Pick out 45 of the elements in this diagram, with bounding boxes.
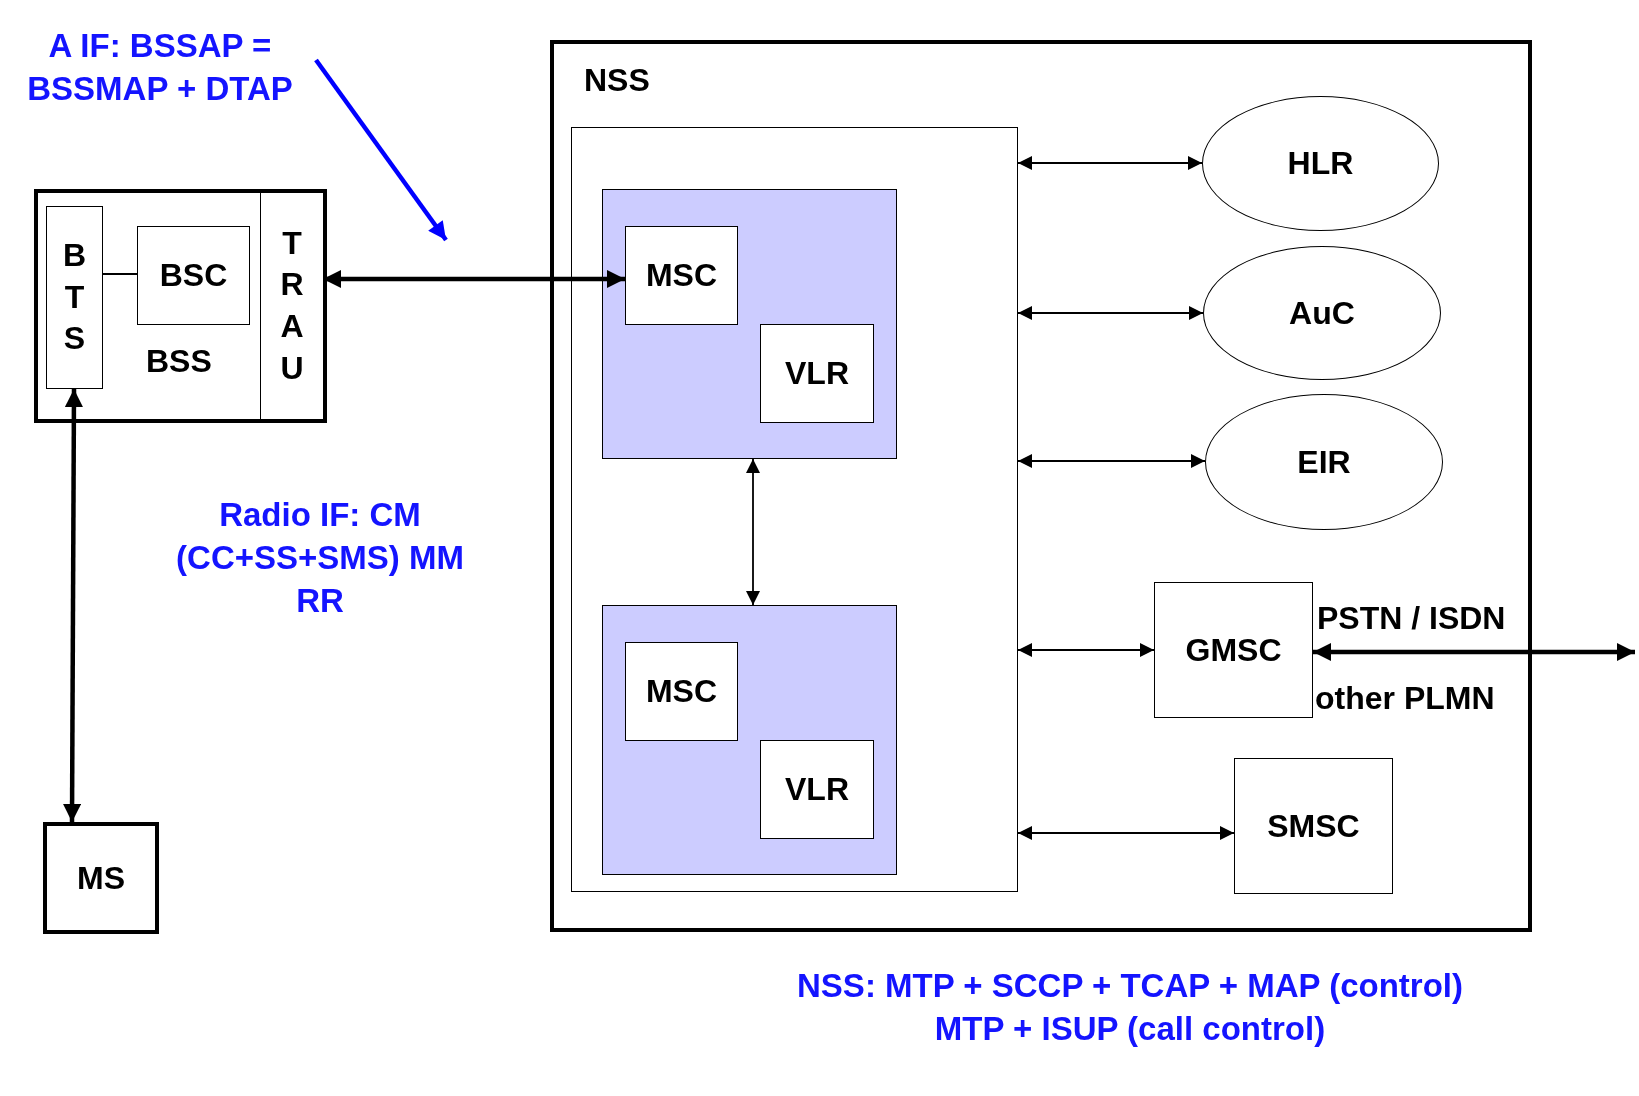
group-box (602, 189, 897, 459)
process-box (625, 226, 738, 325)
node-label: MSC (645, 257, 718, 294)
process-box (625, 642, 738, 741)
arrow (1017, 454, 1206, 468)
process-box (760, 324, 874, 423)
node-label: BTS (61, 236, 88, 359)
process-box (760, 740, 874, 839)
node-label: MSC (645, 673, 718, 710)
process-box (137, 226, 250, 325)
database-ellipse (1202, 96, 1439, 231)
subsystem-frame (550, 40, 1532, 932)
node-label: BSS (146, 343, 212, 380)
leader-arrow (314, 58, 448, 242)
process-box (1234, 758, 1393, 894)
connector-line (102, 273, 138, 275)
arrow (746, 458, 760, 606)
subsystem-frame (34, 189, 327, 423)
container-box (571, 127, 1018, 892)
node-label: NSS (584, 62, 650, 99)
process-box (43, 822, 159, 934)
edge-label: PSTN / ISDN (1317, 600, 1506, 637)
node-label: TRAU (279, 223, 305, 388)
node-label: GMSC (1185, 631, 1282, 669)
arrow (1017, 306, 1204, 320)
group-box (602, 605, 897, 875)
node-label: EIR (1297, 443, 1351, 481)
arrow (1017, 643, 1155, 657)
node-label: VLR (785, 771, 849, 808)
process-box (1154, 582, 1313, 718)
annotation-text: A IF: BSSAP = BSSMAP + DTAP (4, 8, 316, 128)
arrow (1017, 156, 1203, 170)
text-label: other PLMN (1315, 680, 1496, 717)
node-label: HLR (1287, 145, 1354, 182)
arrow (1313, 643, 1635, 661)
node-label: MS (77, 859, 125, 897)
arrow (63, 389, 83, 822)
node-label: SMSC (1267, 807, 1360, 845)
node-label: BSC (159, 257, 228, 294)
node-label: AuC (1289, 294, 1355, 332)
annotation-text: Radio IF: CM (CC+SS+SMS) MM RR (175, 495, 465, 621)
arrow (1017, 826, 1235, 840)
node-label: VLR (785, 355, 849, 392)
annotation-text: NSS: MTP + SCCP + TCAP + MAP (control) MTP + ISUP (call control) (796, 966, 1464, 1049)
process-box (46, 206, 103, 389)
